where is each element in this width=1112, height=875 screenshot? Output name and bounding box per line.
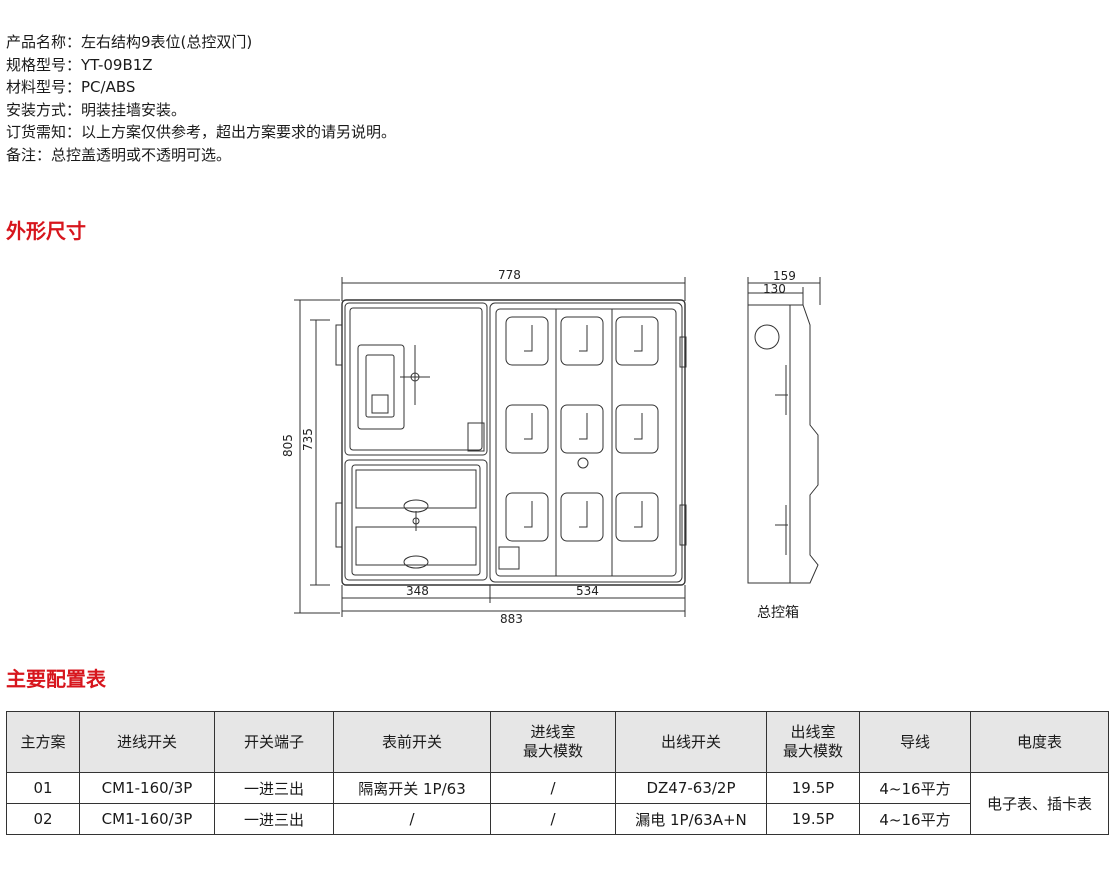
col-header: 开关端子 [214,711,334,773]
table-cell: 19.5P [766,772,860,804]
table-cell: / [333,803,491,835]
spec-value: 明装挂墙安装。 [81,100,187,119]
col-header: 导线 [859,711,971,773]
left-upper-door [344,302,488,456]
spec-label: 材料型号： [6,78,82,96]
spec-row: 订货需知：以上方案仅供参考，超出方案要求的请另说明。 [6,121,396,144]
side-view-caption: 总控箱 [757,605,799,621]
spec-list: 产品名称：左右结构9表位(总控双门) 规格型号：YT-09B1Z 材料型号：PC… [6,31,396,166]
spec-value: 左右结构9表位(总控双门) [81,33,253,51]
dim-label-bottom-left: 348 [406,584,429,598]
section-title-dimensions: 外形尺寸 [6,219,86,243]
breaker-rail-2 [355,526,477,566]
table-cell: 漏电 1P/63A+N [615,803,767,835]
table-cell: / [490,772,616,804]
dim-label-height-inner: 735 [301,428,315,451]
col-header: 进线开关 [79,711,215,773]
col-header: 表前开关 [333,711,491,773]
config-table: 主方案 进线开关 开关端子 表前开关 进线室最大模数 出线开关 出线室最大模数 … [6,711,1109,835]
spec-row: 材料型号：PC/ABS [6,76,396,99]
dim-label-height-outer: 805 [281,434,295,457]
table-row: 01 CM1-160/3P 一进三出 隔离开关 1P/63 / DZ47-63/… [6,772,1109,835]
breaker-rail-1 [355,469,477,509]
spec-row: 安装方式：明装挂墙安装。 [6,99,396,122]
section-title-config: 主要配置表 [6,667,106,691]
spec-value: 以上方案仅供参考，超出方案要求的请另说明。 [81,123,397,141]
dim-label-bottom-right: 534 [576,584,599,598]
spec-value: YT-09B1Z [81,55,153,74]
meter-windows [505,316,659,542]
spec-label: 安装方式： [6,100,82,119]
col-header: 电度表 [970,711,1109,773]
dimension-drawing: 778 805 735 348 534 883 159 130 [281,268,821,625]
table-cell: CM1-160/3P [79,803,215,835]
spec-value: 总控盖透明或不透明可选。 [51,145,232,164]
table-cell: DZ47-63/2P [615,772,767,804]
col-header: 出线开关 [615,711,767,773]
table-cell: CM1-160/3P [79,772,215,804]
spec-value: PC/ABS [81,78,136,96]
table-cell: 02 [6,803,80,835]
spec-label: 产品名称： [6,33,82,51]
dim-label-bottom-total: 883 [500,612,523,625]
col-header: 进线室最大模数 [490,711,616,773]
table-cell: 一进三出 [214,772,334,804]
spec-row: 备注：总控盖透明或不透明可选。 [6,144,396,167]
spec-row: 产品名称：左右结构9表位(总控双门) [6,31,396,54]
table-cell: 一进三出 [214,803,334,835]
table-cell: 隔离开关 1P/63 [333,772,491,804]
table-cell: 01 [6,772,80,804]
table-cell-merged: 电子表、插卡表 [970,772,1109,835]
table-cell: 4~16平方 [859,772,971,804]
spec-label: 订货需知： [6,123,82,141]
left-lower-door [344,459,488,581]
table-cell: / [490,803,616,835]
table-cell: 4~16平方 [859,803,971,835]
side-view-outline [747,304,819,584]
spec-label: 备注： [6,145,52,164]
spec-row: 规格型号：YT-09B1Z [6,54,396,77]
spec-label: 规格型号： [6,55,82,74]
main-switch-window [357,344,405,430]
dim-label-side-outer: 159 [773,269,796,283]
table-row: 02 CM1-160/3P 一进三出 / / 漏电 1P/63A+N 19.5P… [6,803,1109,835]
table-header-row: 主方案 进线开关 开关端子 表前开关 进线室最大模数 出线开关 出线室最大模数 … [6,711,1109,773]
col-header: 出线室最大模数 [766,711,860,773]
box-outline [341,299,686,586]
dim-label-top: 778 [498,268,521,282]
dim-label-side-inner: 130 [763,282,786,296]
col-header: 主方案 [6,711,80,773]
table-cell: 19.5P [766,803,860,835]
meter-compartment [489,302,683,583]
